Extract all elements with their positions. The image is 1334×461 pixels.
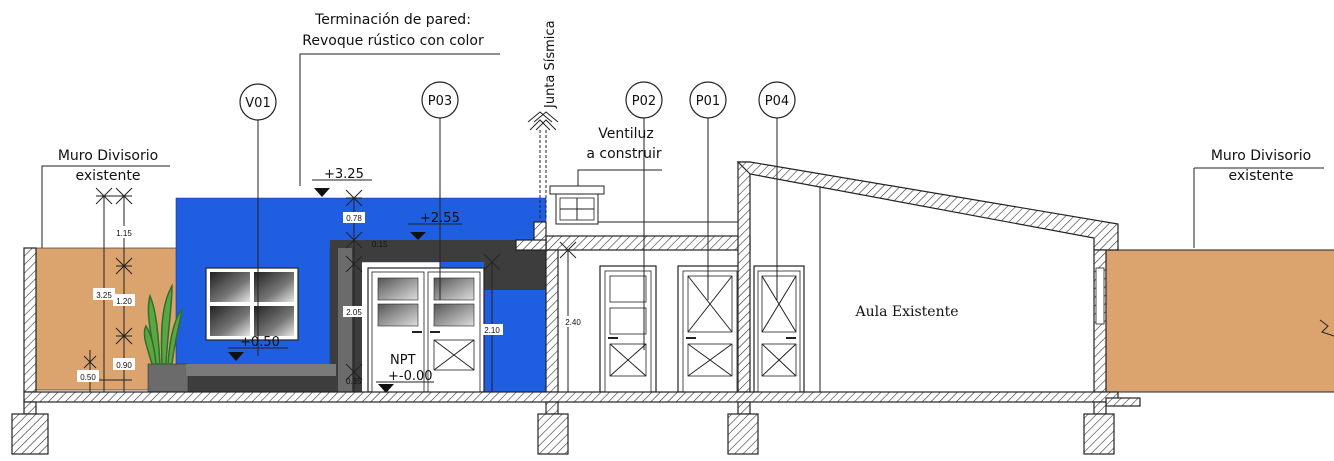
window-v01 <box>205 267 299 341</box>
tag-p01: P01 <box>689 81 727 119</box>
door-p04 <box>753 265 805 393</box>
level-marker-top: +3.25 <box>312 167 372 197</box>
classroom-roof <box>736 161 1119 251</box>
svg-text:P02: P02 <box>632 94 656 109</box>
tag-v01: V01 <box>239 83 277 121</box>
floor-slab <box>23 391 1119 403</box>
svg-text:1.15: 1.15 <box>116 229 132 238</box>
level-marker-mid: +2.55 <box>408 211 462 240</box>
column-mid <box>737 161 751 393</box>
left-beam-stub <box>515 239 547 251</box>
door-p02 <box>599 265 657 393</box>
step-block <box>186 364 336 376</box>
wall-left-line1: Muro Divisorio <box>58 148 158 164</box>
wall-right-line1: Muro Divisorio <box>1211 148 1311 164</box>
dark-stepped-volume <box>186 240 546 392</box>
classroom-label: Aula Existente <box>854 304 958 320</box>
ventiluz-skylight <box>549 185 605 225</box>
vent-note-line2: a construir <box>586 146 661 162</box>
gray-parapet-band <box>338 248 352 392</box>
slab-extension <box>1105 397 1141 407</box>
seismic-joint-label: Junta Sísmica <box>543 20 558 109</box>
column-left <box>23 247 37 393</box>
dimension-labels-left: 1.15 3.25 1.20 0.90 0.50 <box>77 226 135 382</box>
svg-text:P03: P03 <box>428 94 452 109</box>
existing-wall-right <box>1106 250 1334 392</box>
vent-note-line1: Ventiluz <box>598 126 653 142</box>
svg-text:P01: P01 <box>696 94 720 109</box>
svg-text:2.10: 2.10 <box>484 326 500 335</box>
door-p01 <box>677 265 743 393</box>
svg-text:NPT: NPT <box>390 353 416 368</box>
central-roof-slab <box>545 235 751 251</box>
svg-text:1.20: 1.20 <box>116 297 132 306</box>
svg-text:3.25: 3.25 <box>96 291 112 300</box>
plant-icon <box>143 283 184 365</box>
svg-text:P04: P04 <box>765 94 789 109</box>
svg-text:+0.50: +0.50 <box>240 335 280 350</box>
svg-text:V01: V01 <box>245 96 270 111</box>
leader-lines <box>41 53 1324 356</box>
level-marker-window: +0.50 <box>228 335 288 361</box>
svg-text:0.90: 0.90 <box>116 361 132 370</box>
finish-note-line2: Revoque rústico con color <box>302 33 484 49</box>
svg-text:+2.55: +2.55 <box>420 211 460 226</box>
level-marker-npt: NPT +-0.00 <box>376 353 434 393</box>
tag-p04: P04 <box>758 81 796 119</box>
svg-text:2.40: 2.40 <box>565 318 581 327</box>
svg-text:0.50: 0.50 <box>80 373 96 382</box>
tag-p03: P03 <box>421 81 459 119</box>
dimension-labels-mid: 0.78 0.15 2.05 0.35 2.10 2.40 <box>343 212 584 386</box>
foundations <box>11 401 1115 455</box>
seismic-joint-symbol <box>527 111 559 220</box>
svg-text:2.05: 2.05 <box>346 308 362 317</box>
finish-note-line1: Terminación de pared: <box>314 12 471 28</box>
svg-text:+-0.00: +-0.00 <box>388 369 433 384</box>
wall-left-line2: existente <box>76 168 141 184</box>
svg-text:0.78: 0.78 <box>346 214 362 223</box>
wall-right-line2: existente <box>1229 168 1294 184</box>
svg-text:0.35: 0.35 <box>346 377 362 386</box>
column-joint <box>545 249 559 393</box>
tag-p02: P02 <box>625 81 663 119</box>
planter <box>147 363 189 393</box>
svg-text:0.15: 0.15 <box>372 240 388 249</box>
svg-text:+3.25: +3.25 <box>324 167 364 182</box>
